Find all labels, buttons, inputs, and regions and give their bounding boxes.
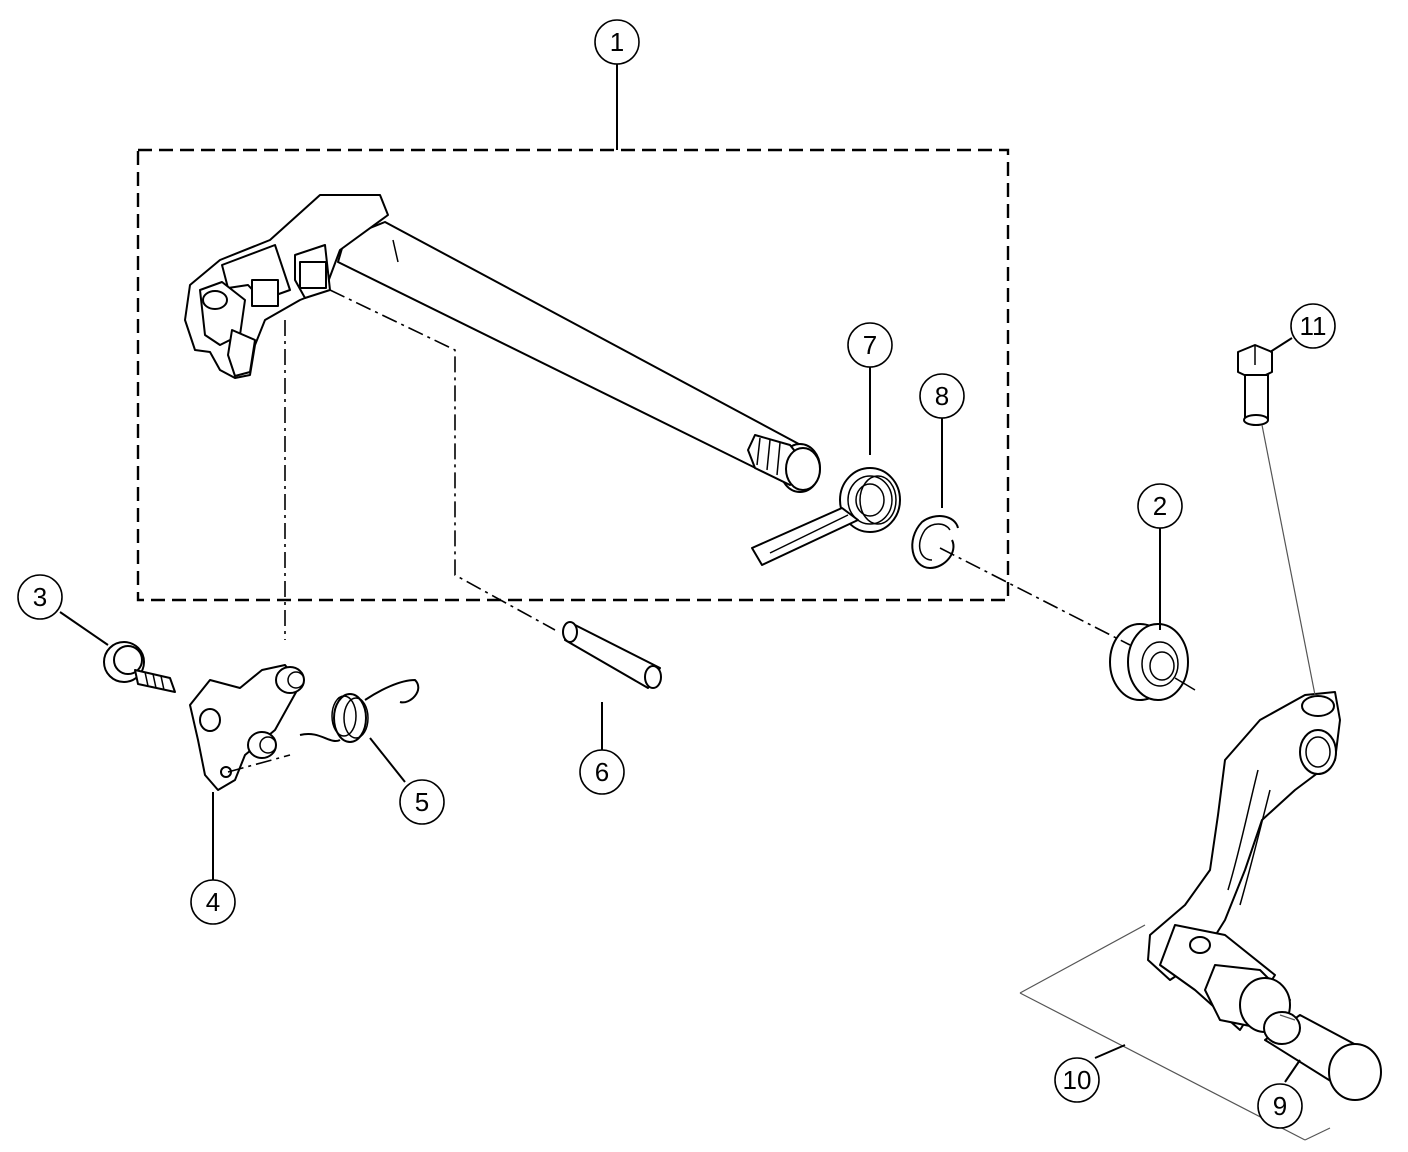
axis-line-seal — [939, 547, 1131, 646]
leader-9 — [1284, 1059, 1301, 1083]
svg-text:5: 5 — [415, 787, 429, 817]
shift-pedal — [1147, 691, 1341, 1033]
bracket-bottom-10 — [1019, 992, 1306, 1141]
callout-7: 7 — [847, 322, 893, 368]
callout-10: 10 — [1054, 1057, 1100, 1103]
torsion-spring — [751, 467, 901, 566]
svg-text:1: 1 — [610, 27, 624, 57]
callout-9: 9 — [1257, 1083, 1303, 1129]
bracket-end-10 — [1304, 1127, 1331, 1141]
bolt-3 — [103, 641, 176, 693]
pedal-rubber — [1263, 1011, 1382, 1101]
bolt-11 — [1237, 344, 1273, 426]
leader-5 — [369, 737, 406, 783]
oil-seal — [1109, 623, 1196, 701]
shift-shaft — [184, 194, 821, 493]
svg-text:4: 4 — [206, 887, 220, 917]
bracket-top-10 — [1019, 924, 1146, 994]
axis-line-rubber — [1279, 1014, 1296, 1021]
callout-6: 6 — [579, 749, 625, 795]
svg-text:6: 6 — [595, 757, 609, 787]
stopper-spring — [299, 679, 420, 743]
circlip — [911, 515, 959, 569]
svg-text:9: 9 — [1273, 1091, 1287, 1121]
callout-1: 1 — [594, 19, 640, 65]
axis-line-spring — [227, 754, 291, 773]
callout-4: 4 — [190, 879, 236, 925]
svg-text:11: 11 — [1300, 311, 1327, 341]
leader-11 — [1269, 337, 1293, 353]
callout-2: 2 — [1137, 483, 1183, 529]
leader-10 — [1094, 1044, 1126, 1059]
callout-5: 5 — [399, 779, 445, 825]
assembly-group-box — [136, 148, 1010, 602]
axis-line-pin — [329, 289, 556, 631]
callout-11: 11 — [1290, 303, 1336, 349]
axis-line-bolt — [1261, 424, 1316, 696]
svg-text:3: 3 — [33, 582, 47, 612]
svg-text:8: 8 — [935, 381, 949, 411]
svg-text:2: 2 — [1153, 491, 1167, 521]
svg-text:10: 10 — [1063, 1065, 1092, 1095]
svg-text:7: 7 — [863, 330, 877, 360]
callout-8: 8 — [919, 373, 965, 419]
dowel-pin — [562, 621, 662, 689]
stopper-lever — [189, 664, 305, 791]
leader-3 — [59, 611, 109, 646]
callout-3: 3 — [17, 574, 63, 620]
